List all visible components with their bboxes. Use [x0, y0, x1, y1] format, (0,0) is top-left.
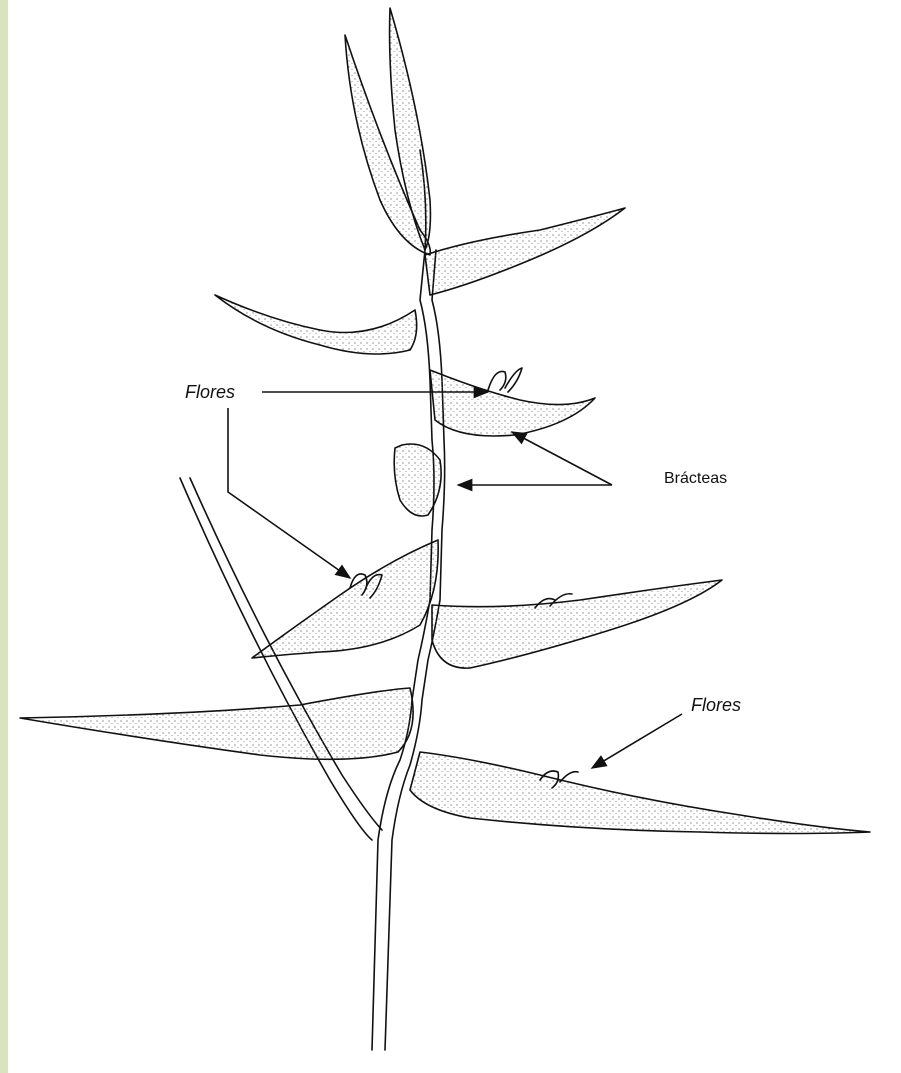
- label-flores-top: Flores: [185, 382, 235, 403]
- bract-right-3: [432, 580, 722, 668]
- flowers-upper: [488, 368, 522, 392]
- bract-right-2: [430, 370, 595, 436]
- arrow-flores-left: [228, 408, 350, 578]
- bract-right-1: [425, 208, 625, 295]
- arrow-flores-bottom: [592, 714, 682, 768]
- bract-right-large: [410, 752, 870, 834]
- bract-left-large: [20, 688, 413, 759]
- arrow-bracteas-upper: [512, 432, 612, 485]
- bract-left-1: [215, 295, 417, 354]
- bract-middle-small: [394, 444, 441, 516]
- side-branch: [180, 478, 372, 840]
- label-flores-bottom: Flores: [691, 695, 741, 716]
- bract-left-2: [252, 540, 438, 658]
- label-bracteas: Brácteas: [664, 470, 727, 488]
